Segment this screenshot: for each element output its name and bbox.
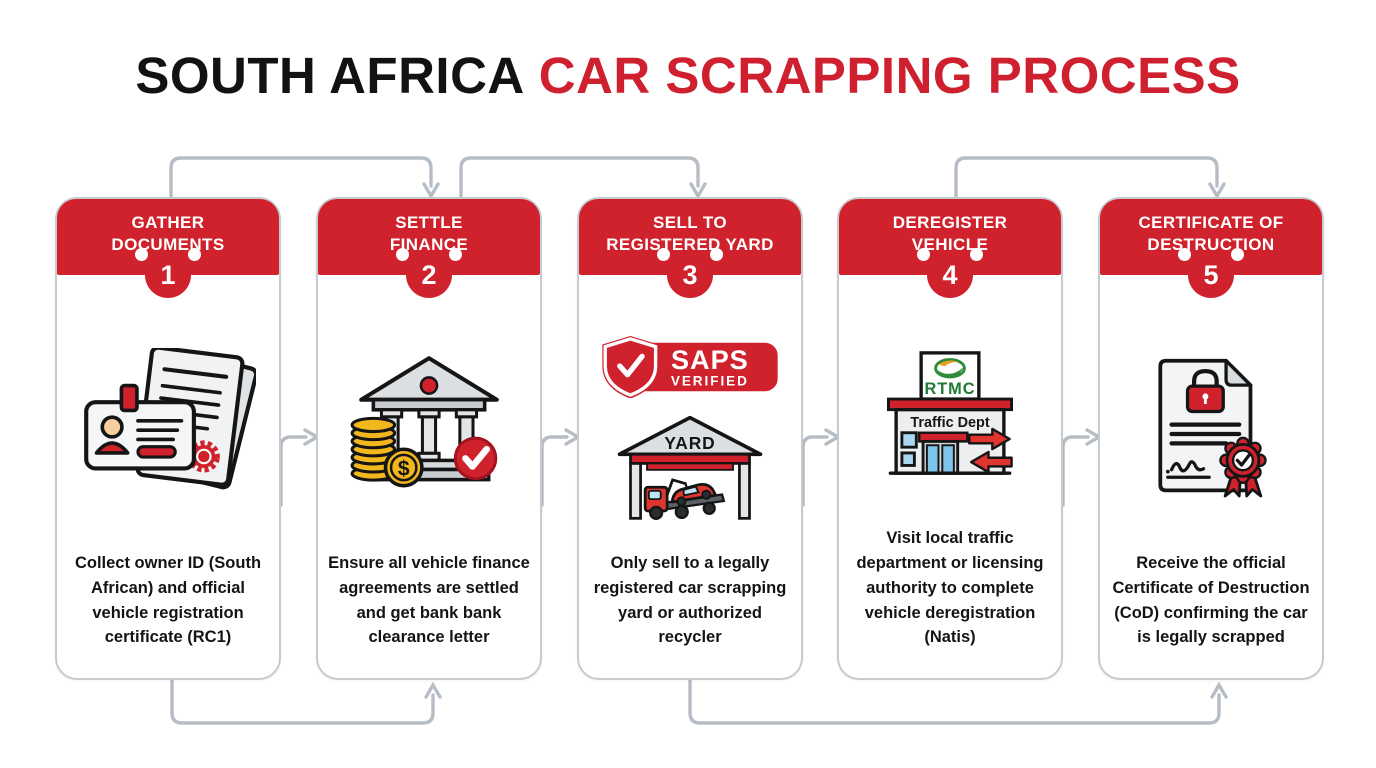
arrow-up-icon bbox=[1210, 681, 1228, 699]
step-description: Visit local traffic department or licens… bbox=[856, 529, 1044, 647]
step-description: Collect owner ID (South African) and off… bbox=[74, 554, 262, 647]
verified-label: VERIFIED bbox=[671, 373, 749, 388]
step-heading: GATHER DOCUMENTS bbox=[111, 212, 225, 254]
step-description: Receive the official Certificate of Dest… bbox=[1112, 554, 1310, 647]
step-heading: SELL TO REGISTERED YARD bbox=[606, 212, 774, 254]
rtmc-logo-icon bbox=[934, 358, 966, 379]
step-header: CERTIFICATE OF DESTRUCTION 5 bbox=[1100, 199, 1322, 298]
arrow-left-icon bbox=[969, 450, 1013, 474]
page-title-black: SOUTH AFRICA bbox=[135, 47, 525, 104]
check-icon bbox=[617, 353, 645, 378]
saps-label: SAPS bbox=[671, 344, 749, 375]
saps-verified-badge: SAPS VERIFIED bbox=[602, 336, 778, 398]
dollar-symbol: $ bbox=[398, 456, 410, 480]
step-number-badge: 2 bbox=[396, 248, 462, 298]
step-description: Ensure all vehicle finance agreements ar… bbox=[328, 554, 530, 647]
step-heading: DEREGISTER VEHICLE bbox=[892, 212, 1008, 254]
step-number-badge: 3 bbox=[657, 248, 723, 298]
arrow-right-icon bbox=[968, 427, 1011, 451]
arrow-down-icon bbox=[422, 182, 440, 200]
step-header: DEREGISTER VEHICLE 4 bbox=[839, 199, 1061, 298]
scrap-yard-icon: YARD bbox=[617, 415, 763, 520]
step-header: SETTLE FINANCE 2 bbox=[318, 199, 540, 298]
lock-icon bbox=[1191, 368, 1219, 387]
arrow-down-icon bbox=[1208, 182, 1226, 200]
check-icon bbox=[462, 445, 490, 470]
step-number-badge: 1 bbox=[135, 248, 201, 298]
step-number-badge: 4 bbox=[917, 248, 983, 298]
yard-sign-label: YARD bbox=[664, 433, 715, 453]
step-description: Only sell to a legally registered car sc… bbox=[593, 554, 787, 647]
rtmc-label: RTMC bbox=[924, 380, 975, 398]
ribbon-rosette-icon bbox=[1218, 436, 1267, 497]
check-icon bbox=[1235, 452, 1251, 467]
step-card-certificate-of-destruction: CERTIFICATE OF DESTRUCTION 5 bbox=[1098, 197, 1324, 680]
page-title-red: CAR SCRAPPING PROCESS bbox=[538, 47, 1241, 104]
step-card-deregister-vehicle: DEREGISTER VEHICLE 4 RTMC Traffic Dept bbox=[837, 197, 1063, 680]
arrow-down-icon bbox=[689, 182, 707, 200]
bank-check-icon: $ bbox=[350, 355, 499, 487]
step-card-sell-to-yard: SELL TO REGISTERED YARD 3 SAPS VERIFIED … bbox=[577, 197, 803, 680]
step-number-badge: 5 bbox=[1178, 248, 1244, 298]
step-heading: CERTIFICATE OF DESTRUCTION bbox=[1138, 212, 1284, 254]
tow-truck-icon bbox=[643, 478, 726, 520]
shield-icon bbox=[602, 336, 659, 398]
documents-icon bbox=[84, 348, 256, 490]
step-header: GATHER DOCUMENTS 1 bbox=[57, 199, 279, 298]
step-heading: SETTLE FINANCE bbox=[389, 212, 469, 254]
signature-icon bbox=[1169, 459, 1205, 472]
arrow-up-icon bbox=[424, 681, 442, 699]
traffic-dept-icon: RTMC Traffic Dept bbox=[886, 351, 1014, 475]
certificate-icon bbox=[1157, 358, 1267, 497]
step-header: SELL TO REGISTERED YARD 3 bbox=[579, 199, 801, 298]
traffic-dept-label: Traffic Dept bbox=[910, 415, 990, 431]
step-card-gather-documents: GATHER DOCUMENTS 1 bbox=[55, 197, 281, 680]
step-card-settle-finance: SETTLE FINANCE 2 bbox=[316, 197, 542, 680]
